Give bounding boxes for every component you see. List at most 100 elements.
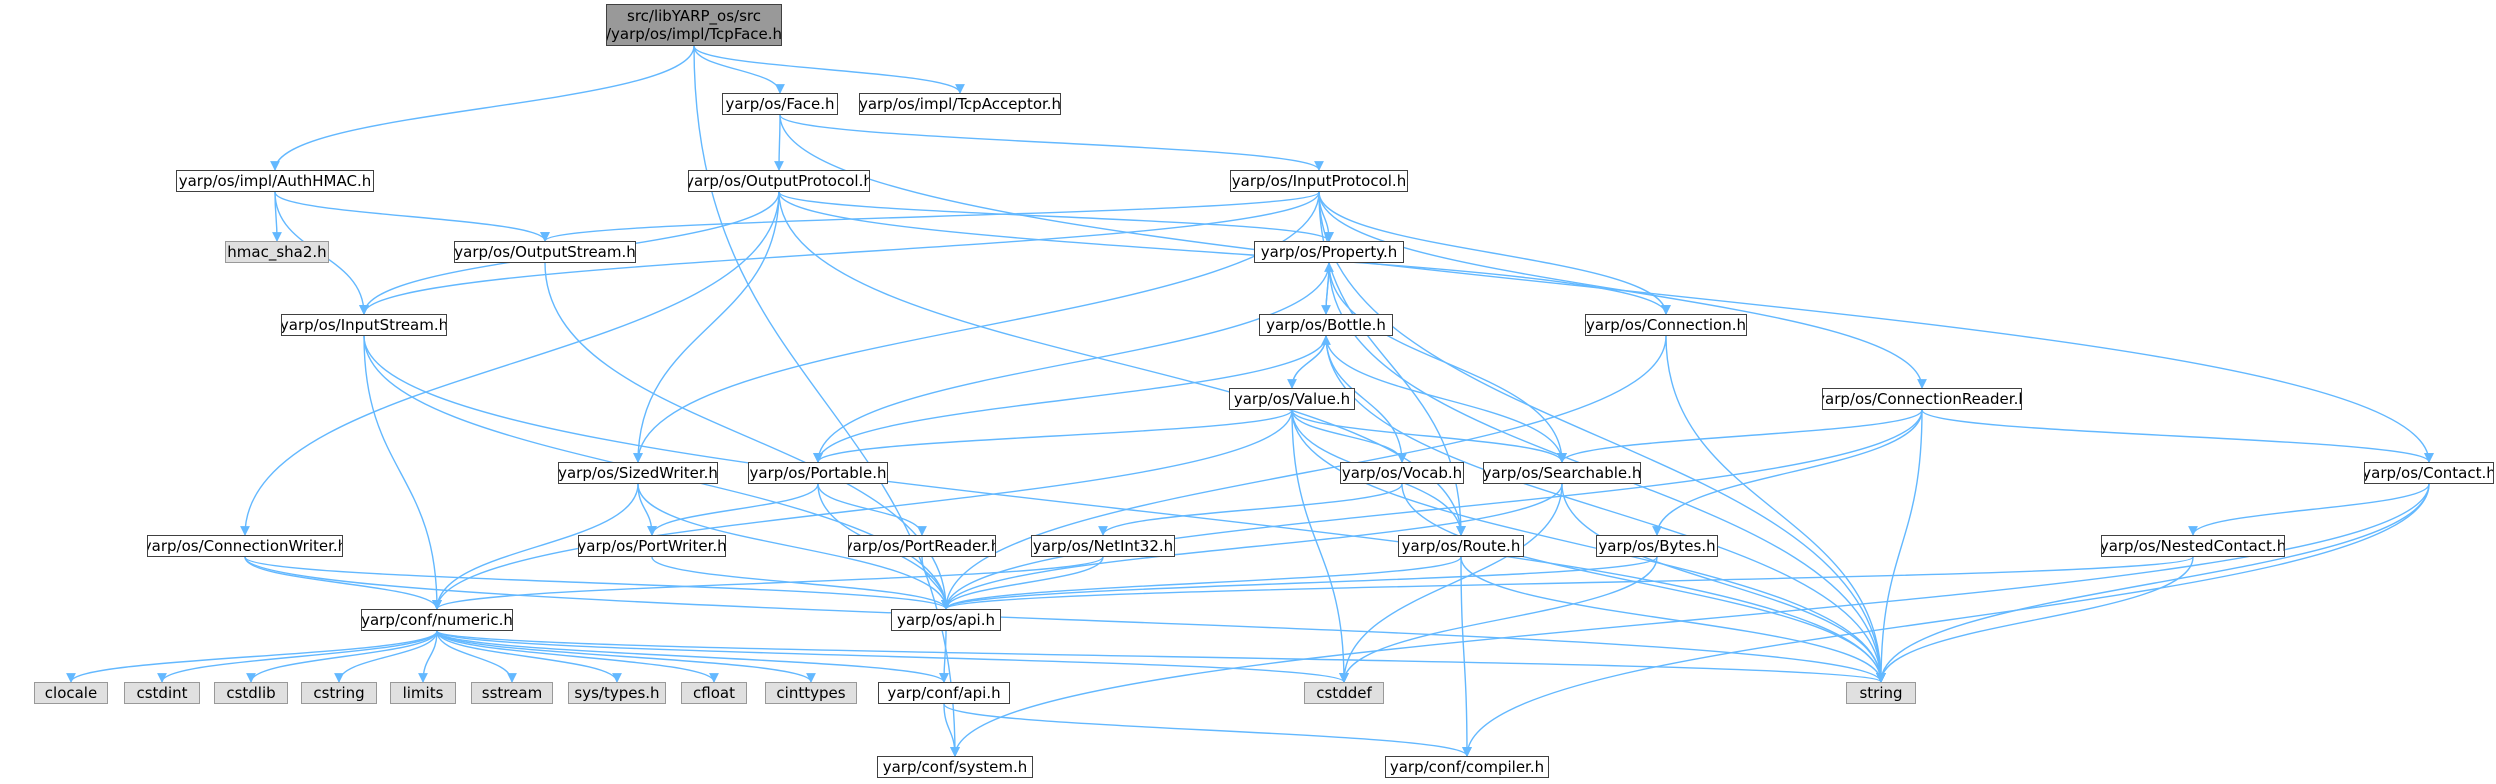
node-contact[interactable]: yarp/os/Contact.h: [2364, 462, 2494, 484]
node-outputprotocol[interactable]: yarp/os/OutputProtocol.h: [688, 170, 870, 192]
node-string: string: [1846, 682, 1916, 704]
edge-contact-to-compiler: [1462, 483, 2430, 757]
node-systypes: sys/types.h: [568, 682, 666, 704]
edge-root-to-tcpacceptor: [693, 45, 965, 94]
node-cinttypes: cinttypes: [765, 682, 857, 704]
node-inputprotocol[interactable]: yarp/os/InputProtocol.h: [1230, 170, 1408, 192]
node-connectionwriter[interactable]: yarp/os/ConnectionWriter.h: [147, 535, 343, 557]
edge-route-to-compiler: [1460, 556, 1472, 757]
node-root-line1: src/libYARP_os/src: [627, 7, 761, 25]
edge-connectionreader-to-api: [941, 409, 1923, 610]
node-portable[interactable]: yarp/os/Portable.h: [748, 462, 888, 484]
edge-conf-api-to-system: [943, 703, 960, 757]
edge-connectionreader-to-string: [1876, 409, 1923, 683]
edge-bytes-to-api: [941, 556, 1658, 610]
edge-contact-to-system: [950, 483, 2430, 757]
edge-value-to-vocab: [1291, 409, 1407, 463]
node-route[interactable]: yarp/os/Route.h: [1398, 535, 1524, 557]
node-root: src/libYARP_os/src /yarp/os/impl/TcpFace…: [606, 4, 782, 46]
node-outputstream[interactable]: yarp/os/OutputStream.h: [454, 241, 636, 263]
edge-vocab-to-netint32: [1098, 483, 1403, 536]
node-face[interactable]: yarp/os/Face.h: [722, 93, 838, 115]
edge-numeric-to-cstddef: [436, 630, 1349, 683]
node-authhmac[interactable]: yarp/os/impl/AuthHMAC.h: [176, 170, 374, 192]
edge-nestedcontact-to-api: [941, 556, 2194, 610]
node-value[interactable]: yarp/os/Value.h: [1229, 388, 1355, 410]
edge-property-to-portable: [813, 262, 1330, 463]
edge-value-to-numeric: [432, 409, 1293, 610]
edge-conf-api-to-compiler: [943, 703, 1472, 757]
edge-bottle-to-portable: [813, 335, 1327, 463]
node-nestedcontact[interactable]: yarp/os/NestedContact.h: [2101, 535, 2285, 557]
node-conf-api[interactable]: yarp/conf/api.h: [878, 682, 1010, 704]
edge-connectionwriter-to-api: [244, 556, 951, 610]
node-inputstream[interactable]: yarp/os/InputStream.h: [281, 314, 447, 336]
edge-connection-to-api: [941, 335, 1667, 610]
edge-value-to-string: [1291, 409, 1886, 683]
node-hmac-sha2: hmac_sha2.h: [225, 241, 329, 263]
edge-authhmac-to-outputstream: [274, 191, 550, 242]
node-netint32[interactable]: yarp/os/NetInt32.h: [1031, 535, 1175, 557]
edge-inputprotocol-to-connectionreader: [1318, 191, 1927, 389]
node-connectionreader[interactable]: yarp/os/ConnectionReader.h: [1822, 388, 2022, 410]
edge-numeric-to-cfloat: [436, 630, 719, 683]
edge-inputprotocol-to-outputstream: [540, 191, 1320, 242]
edge-connectionreader-to-contact: [1921, 409, 2434, 463]
edge-value-to-searchable: [1291, 409, 1567, 463]
edge-connectionreader-to-bytes: [1652, 409, 1923, 536]
node-tcpacceptor[interactable]: yarp/os/impl/TcpAcceptor.h: [859, 93, 1061, 115]
edge-outputprotocol-to-sizedwriter: [633, 191, 780, 463]
node-property[interactable]: yarp/os/Property.h: [1254, 241, 1404, 263]
edge-searchable-to-cstddef: [1339, 483, 1563, 683]
edge-api-to-conf-api: [939, 630, 949, 683]
node-limits: limits: [390, 682, 456, 704]
edge-numeric-to-cstdlib: [246, 630, 438, 683]
node-cstddef: cstddef: [1304, 682, 1384, 704]
edge-route-to-api: [941, 556, 1462, 610]
edge-outputprotocol-to-connection: [778, 191, 1671, 315]
edge-property-to-searchable: [1328, 262, 1567, 463]
edge-root-to-face: [693, 45, 785, 94]
node-bytes[interactable]: yarp/os/Bytes.h: [1596, 535, 1718, 557]
node-cstdint: cstdint: [124, 682, 200, 704]
edge-nestedcontact-to-string: [1876, 556, 2194, 683]
edge-searchable-to-api: [941, 483, 1563, 610]
edge-inputstream-to-string: [363, 335, 1886, 683]
node-cstdlib: cstdlib: [214, 682, 288, 704]
edge-inputprotocol-to-sizedwriter: [633, 191, 1320, 463]
edge-numeric-to-limits: [418, 630, 438, 683]
edge-route-to-string: [1460, 556, 1886, 683]
edge-contact-to-string: [1876, 483, 2430, 683]
node-compiler[interactable]: yarp/conf/compiler.h: [1385, 756, 1549, 778]
edge-outputstream-to-api: [544, 262, 951, 610]
node-system[interactable]: yarp/conf/system.h: [877, 756, 1033, 778]
edge-value-to-cstddef: [1291, 409, 1349, 683]
edge-bottle-to-property: [1324, 262, 1334, 315]
edge-numeric-to-sstream: [436, 630, 517, 683]
node-sstream: sstream: [471, 682, 553, 704]
node-bottle[interactable]: yarp/os/Bottle.h: [1259, 314, 1393, 336]
node-sizedwriter[interactable]: yarp/os/SizedWriter.h: [558, 462, 718, 484]
edge-portwriter-to-api: [651, 556, 951, 610]
node-searchable[interactable]: yarp/os/Searchable.h: [1483, 462, 1641, 484]
edge-searchable-to-string: [1561, 483, 1886, 683]
edge-face-to-inputprotocol: [779, 114, 1324, 171]
edge-numeric-to-systypes: [436, 630, 622, 683]
node-root-line2: /yarp/os/impl/TcpFace.h: [606, 25, 782, 43]
node-cfloat: cfloat: [681, 682, 747, 704]
node-api[interactable]: yarp/os/api.h: [891, 609, 1001, 631]
edge-outputprotocol-to-property: [778, 191, 1334, 242]
node-vocab[interactable]: yarp/os/Vocab.h: [1340, 462, 1464, 484]
node-numeric[interactable]: yarp/conf/numeric.h: [361, 609, 513, 631]
node-portwriter[interactable]: yarp/os/PortWriter.h: [578, 535, 726, 557]
edge-face-to-outputprotocol: [774, 114, 784, 171]
node-connection[interactable]: yarp/os/Connection.h: [1585, 314, 1747, 336]
node-portreader[interactable]: yarp/os/PortReader.h: [848, 535, 996, 557]
edge-connectionwriter-to-string: [244, 556, 1886, 683]
edge-portable-to-portreader: [817, 483, 927, 536]
edge-value-to-portable: [813, 409, 1293, 463]
edge-contact-to-nestedcontact: [2188, 483, 2430, 536]
edge-numeric-to-clocale: [66, 630, 438, 683]
